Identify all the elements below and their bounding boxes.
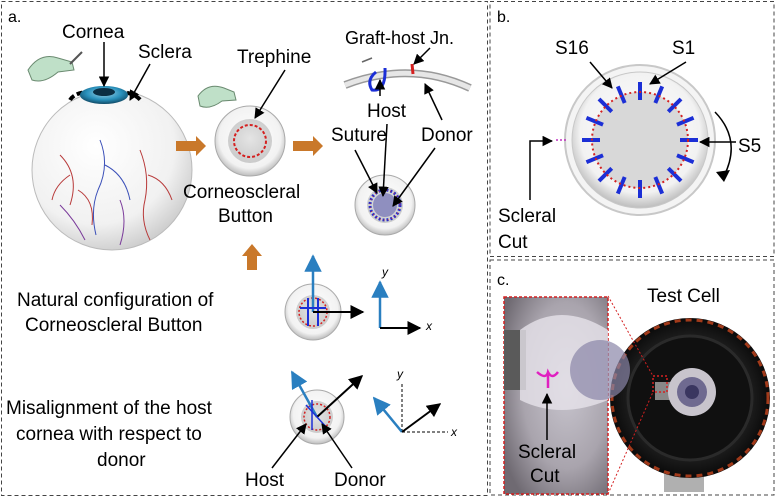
test-cell-photo: [610, 318, 770, 492]
rotation-arrow-icon: [714, 111, 732, 177]
host-label: Host: [367, 101, 407, 122]
misalignment-line1: Misalignment of the host: [6, 398, 213, 419]
graft-host-junction-diagram: [343, 57, 472, 92]
panel-c-border: [489, 259, 775, 496]
s16-label: S16: [555, 38, 589, 59]
eye-globe: [31, 86, 193, 251]
donor-bottom-label: Donor: [334, 470, 386, 491]
misaligned-button-diagram: [289, 370, 364, 445]
process-arrow-icon: [176, 136, 323, 270]
trephine-label: Trephine: [237, 47, 311, 68]
cornea-label: Cornea: [62, 22, 125, 43]
suture-mark: [676, 153, 695, 165]
axis-y-label: y: [381, 265, 389, 279]
s5-label: S5: [738, 136, 761, 157]
scleral-cut-zoom-photo: [503, 296, 630, 495]
scleral-cut-c-line1: Scleral: [518, 442, 576, 463]
suture-mark: [615, 176, 627, 195]
panel-b-border: [489, 1, 775, 257]
misaligned-axes-diagram: [372, 382, 448, 433]
scleral-cut-b-line2: Cut: [498, 232, 528, 253]
trephine-button-diagram: [197, 85, 286, 177]
suture-pattern-diagram: [555, 64, 716, 216]
sutured-button-diagram: [354, 174, 416, 236]
natural-axes-diagram: [371, 280, 422, 335]
panel-c-label: c.: [497, 272, 509, 289]
suture-mark: [597, 166, 614, 183]
suture-mark: [666, 97, 683, 114]
natural-label-line2: Corneoscleral Button: [25, 315, 202, 336]
button-label-line2: Button: [218, 206, 273, 227]
suture-mark: [676, 115, 695, 127]
host-bottom-label: Host: [245, 470, 285, 491]
suture-mark: [585, 115, 604, 127]
scleral-cut-b-line1: Scleral: [498, 206, 556, 227]
s1-label: S1: [672, 38, 695, 59]
natural-button-diagram: [284, 254, 365, 341]
misalignment-line2: cornea with respect to: [16, 424, 202, 445]
axis-x-label: x: [425, 319, 433, 333]
suture-mark: [597, 97, 614, 114]
misalignment-line3: donor: [97, 450, 146, 471]
axis2-x-label: x: [450, 425, 458, 439]
sclera-label: Sclera: [138, 42, 192, 63]
button-label-line1: Corneoscleral: [183, 182, 300, 203]
panel-b-label: b.: [497, 9, 510, 26]
graft-host-label: Graft-host Jn.: [345, 28, 454, 48]
panel-a-label: a.: [8, 9, 21, 26]
suture-mark: [666, 166, 683, 183]
natural-label-line1: Natural configuration of: [17, 290, 214, 311]
test-cell-label: Test Cell: [647, 286, 720, 307]
axis2-y-label: y: [396, 367, 404, 381]
surgeon-hand-icon: [27, 51, 83, 82]
suture-mark: [653, 85, 665, 104]
scleral-cut-c-line2: Cut: [530, 466, 560, 487]
donor-label: Donor: [421, 125, 473, 146]
suture-label: Suture: [331, 125, 387, 146]
